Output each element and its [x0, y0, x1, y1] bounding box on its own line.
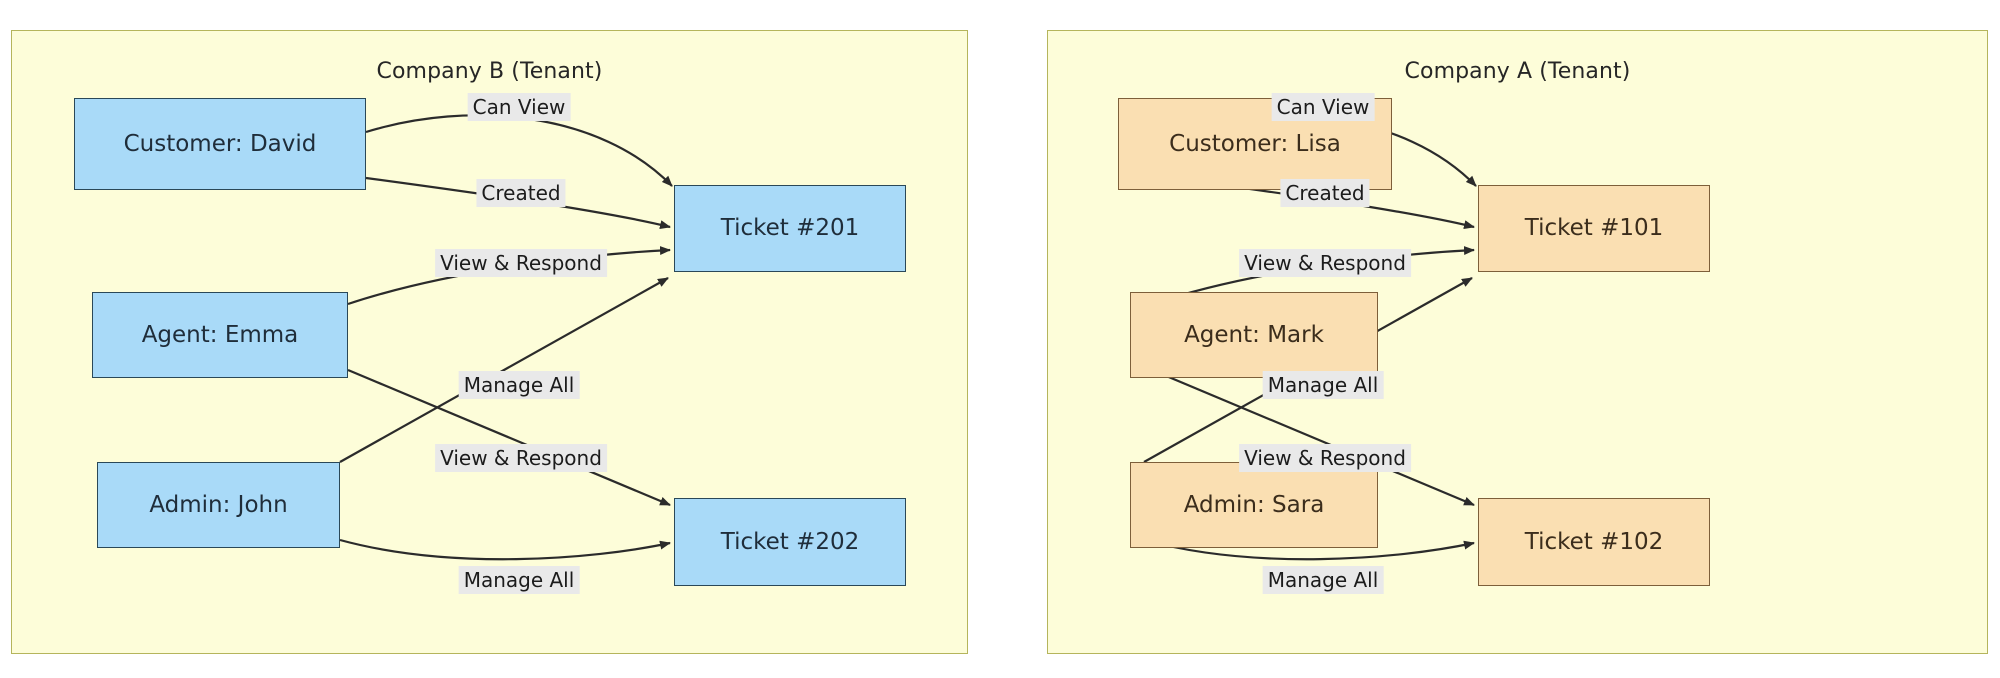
node-label: Ticket #201 — [720, 215, 860, 241]
node-a-admin[interactable]: Admin: Sara — [1130, 462, 1378, 548]
panel-title-company-a: Company A (Tenant) — [1404, 59, 1631, 84]
node-a-ticket-101[interactable]: Ticket #101 — [1478, 185, 1710, 272]
edge-label-a-manageall-t102: Manage All — [1262, 566, 1384, 594]
node-label: Customer: David — [123, 130, 317, 157]
node-b-customer[interactable]: Customer: David — [74, 98, 366, 190]
panel-title-company-b: Company B (Tenant) — [376, 59, 603, 84]
edge-label-b-manageall-t201: Manage All — [458, 371, 580, 399]
edge-label-b-created: Created — [476, 179, 566, 207]
edge-label-a-created: Created — [1280, 179, 1370, 207]
node-b-ticket-202[interactable]: Ticket #202 — [674, 498, 906, 586]
node-label: Agent: Mark — [1184, 321, 1324, 348]
node-b-agent[interactable]: Agent: Emma — [92, 292, 348, 378]
node-label: Ticket #102 — [1524, 528, 1664, 555]
edge-label-b-viewrespond-t201: View & Respond — [435, 249, 607, 277]
node-label: Customer: Lisa — [1169, 130, 1341, 157]
node-label: Agent: Emma — [141, 321, 299, 348]
edge-label-b-canview: Can View — [467, 93, 571, 121]
edge-label-a-canview: Can View — [1271, 93, 1375, 121]
edge-label-b-manageall-t202: Manage All — [458, 566, 580, 594]
node-label: Ticket #202 — [720, 528, 860, 555]
node-b-admin[interactable]: Admin: John — [97, 462, 340, 548]
node-a-agent[interactable]: Agent: Mark — [1130, 292, 1378, 378]
node-label: Admin: John — [149, 491, 288, 518]
edge-label-a-manageall-t101: Manage All — [1262, 371, 1384, 399]
edge-label-a-viewrespond-t102: View & Respond — [1239, 444, 1411, 472]
node-label: Ticket #101 — [1524, 215, 1664, 241]
node-a-ticket-102[interactable]: Ticket #102 — [1478, 498, 1710, 586]
edge-label-b-viewrespond-t202: View & Respond — [435, 444, 607, 472]
node-label: Admin: Sara — [1183, 491, 1325, 518]
node-b-ticket-201[interactable]: Ticket #201 — [674, 185, 906, 272]
edge-label-a-viewrespond-t101: View & Respond — [1239, 249, 1411, 277]
